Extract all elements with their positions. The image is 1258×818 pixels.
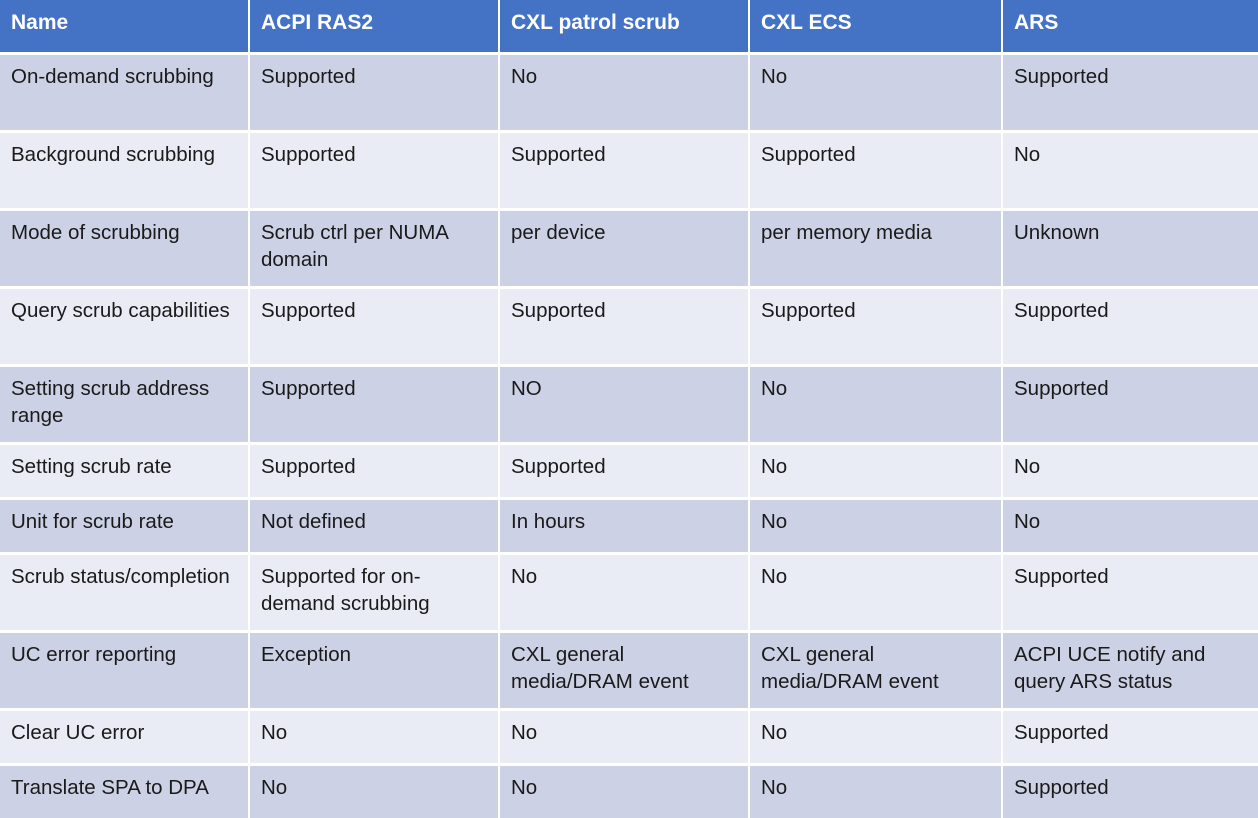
cell-ras2: Not defined <box>250 500 498 552</box>
cell-ras2: Exception <box>250 633 498 708</box>
cell-name: Mode of scrubbing <box>0 211 248 286</box>
column-header-patrol: CXL patrol scrub <box>500 0 748 52</box>
cell-patrol: No <box>500 55 748 130</box>
cell-ars: No <box>1003 500 1258 552</box>
cell-name: Query scrub capabilities <box>0 289 248 364</box>
cell-ras2: Supported <box>250 289 498 364</box>
column-header-ecs: CXL ECS <box>750 0 1001 52</box>
cell-patrol: No <box>500 711 748 763</box>
cell-name: Background scrubbing <box>0 133 248 208</box>
cell-patrol: No <box>500 555 748 630</box>
cell-ecs: No <box>750 367 1001 442</box>
cell-ras2: Supported <box>250 133 498 208</box>
cell-patrol: per device <box>500 211 748 286</box>
cell-ecs: No <box>750 55 1001 130</box>
table-header-row: Name ACPI RAS2 CXL patrol scrub CXL ECS … <box>0 0 1258 52</box>
cell-ars: Supported <box>1003 711 1258 763</box>
cell-name: Scrub status/completion <box>0 555 248 630</box>
cell-patrol: Supported <box>500 289 748 364</box>
cell-ars: No <box>1003 445 1258 497</box>
table-row: Scrub status/completion Supported for on… <box>0 555 1258 630</box>
cell-ras2: Supported <box>250 367 498 442</box>
cell-ecs: No <box>750 711 1001 763</box>
cell-ras2: Supported <box>250 55 498 130</box>
table-row: Background scrubbing Supported Supported… <box>0 133 1258 208</box>
cell-ars: Supported <box>1003 766 1258 818</box>
table-row: Query scrub capabilities Supported Suppo… <box>0 289 1258 364</box>
cell-patrol: Supported <box>500 445 748 497</box>
column-header-name: Name <box>0 0 248 52</box>
cell-ecs: No <box>750 555 1001 630</box>
table-row: Setting scrub rate Supported Supported N… <box>0 445 1258 497</box>
cell-ars: Supported <box>1003 289 1258 364</box>
cell-ecs: No <box>750 766 1001 818</box>
cell-ecs: per memory media <box>750 211 1001 286</box>
cell-name: Clear UC error <box>0 711 248 763</box>
cell-name: Setting scrub address range <box>0 367 248 442</box>
table-row: Setting scrub address range Supported NO… <box>0 367 1258 442</box>
cell-ras2: No <box>250 766 498 818</box>
cell-name: On-demand scrubbing <box>0 55 248 130</box>
cell-ars: Unknown <box>1003 211 1258 286</box>
cell-name: Unit for scrub rate <box>0 500 248 552</box>
cell-patrol: NO <box>500 367 748 442</box>
cell-ars: Supported <box>1003 367 1258 442</box>
cell-ras2: Supported for on-demand scrubbing <box>250 555 498 630</box>
table-row: UC error reporting Exception CXL general… <box>0 633 1258 708</box>
cell-ecs: No <box>750 445 1001 497</box>
cell-ars: Supported <box>1003 555 1258 630</box>
cell-ras2: Scrub ctrl per NUMA domain <box>250 211 498 286</box>
cell-name: UC error reporting <box>0 633 248 708</box>
cell-ras2: Supported <box>250 445 498 497</box>
cell-name: Translate SPA to DPA <box>0 766 248 818</box>
cell-ras2: No <box>250 711 498 763</box>
cell-patrol: CXL general media/DRAM event <box>500 633 748 708</box>
table-row: Clear UC error No No No Supported <box>0 711 1258 763</box>
cell-ecs: Supported <box>750 289 1001 364</box>
table-row: On-demand scrubbing Supported No No Supp… <box>0 55 1258 130</box>
table-row: Mode of scrubbing Scrub ctrl per NUMA do… <box>0 211 1258 286</box>
cell-patrol: In hours <box>500 500 748 552</box>
cell-ars: Supported <box>1003 55 1258 130</box>
cell-name: Setting scrub rate <box>0 445 248 497</box>
column-header-ars: ARS <box>1003 0 1258 52</box>
cell-ars: No <box>1003 133 1258 208</box>
table-row: Translate SPA to DPA No No No Supported <box>0 766 1258 818</box>
cell-ecs: No <box>750 500 1001 552</box>
cell-ecs: CXL general media/DRAM event <box>750 633 1001 708</box>
cell-ecs: Supported <box>750 133 1001 208</box>
table-row: Unit for scrub rate Not defined In hours… <box>0 500 1258 552</box>
column-header-ras2: ACPI RAS2 <box>250 0 498 52</box>
cell-ars: ACPI UCE notify and query ARS status <box>1003 633 1258 708</box>
cell-patrol: Supported <box>500 133 748 208</box>
cell-patrol: No <box>500 766 748 818</box>
